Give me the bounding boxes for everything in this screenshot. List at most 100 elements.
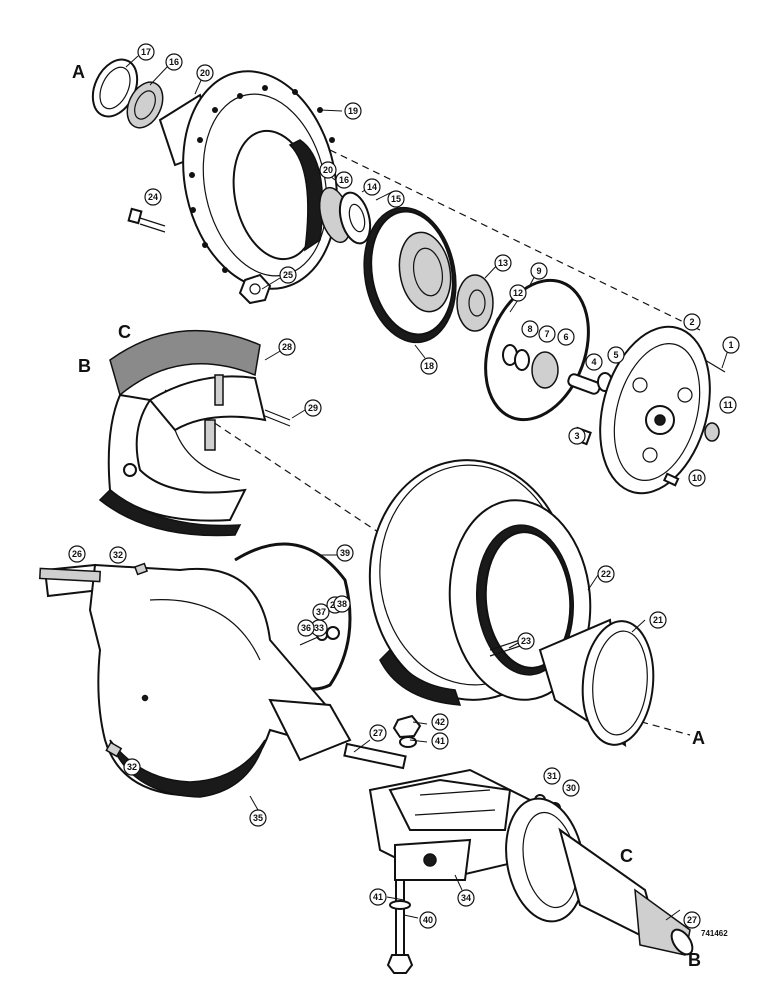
washer-41-bottom	[389, 900, 411, 910]
callout-labels: 1234567891011121314151616171819202021222…	[68, 43, 740, 929]
o-ring-9	[484, 278, 590, 422]
callout-c6: 6	[557, 328, 575, 346]
callout-number: 19	[348, 106, 358, 116]
callout-c2: 2	[683, 313, 701, 331]
callout-number: 27	[687, 915, 697, 925]
callout-c12: 12	[509, 284, 527, 302]
callout-circle	[279, 266, 297, 284]
callout-circle	[562, 779, 580, 797]
callout-c1: 1	[722, 336, 740, 354]
callout-number: 27	[373, 728, 383, 738]
callout-number: 32	[113, 550, 123, 560]
callout-circle	[538, 325, 556, 343]
callout-number: 3	[574, 431, 579, 441]
callout-c16a: 16	[165, 53, 183, 71]
letter-b-bottom: B	[688, 950, 701, 970]
callout-c13: 13	[494, 254, 512, 272]
match-letters: A C B A C B	[72, 62, 705, 970]
callout-number: 5	[613, 350, 618, 360]
callout-number: 41	[373, 892, 383, 902]
callout-number: 41	[435, 736, 445, 746]
callout-number: 16	[339, 175, 349, 185]
callout-c32b: 32	[123, 758, 141, 776]
callout-number: 4	[591, 357, 596, 367]
callout-circle	[369, 888, 387, 906]
stud-bolt-24	[127, 207, 166, 233]
callout-c7: 7	[538, 325, 556, 343]
callout-circle	[319, 161, 337, 179]
callout-circle	[517, 632, 535, 650]
callout-circle	[683, 911, 701, 929]
callout-number: 17	[141, 47, 151, 57]
callout-c27a: 27	[369, 724, 387, 742]
callout-number: 12	[513, 288, 523, 298]
axle-housing-35	[43, 563, 352, 798]
callout-number: 38	[337, 599, 347, 609]
callout-circle	[719, 396, 737, 414]
callout-circle	[109, 546, 127, 564]
wheel-hub-19	[158, 70, 343, 290]
callout-c9: 9	[530, 262, 548, 280]
bearing-cone-16	[126, 81, 164, 129]
callout-circle	[165, 53, 183, 71]
callout-circle	[304, 399, 322, 417]
nut-42	[392, 714, 422, 739]
callout-circle	[688, 469, 706, 487]
letter-c-bottom: C	[620, 846, 633, 866]
callout-circle	[249, 809, 267, 827]
callout-number: 10	[692, 473, 702, 483]
callout-c24: 24	[144, 188, 162, 206]
callout-circle	[333, 595, 351, 613]
callout-circle	[123, 758, 141, 776]
support-bracket-34	[368, 768, 532, 882]
callout-c41a: 41	[431, 732, 449, 750]
callout-number: 40	[423, 915, 433, 925]
callout-number: 15	[391, 194, 401, 204]
letter-a-top: A	[72, 62, 85, 82]
callout-circle	[420, 357, 438, 375]
callout-c22: 22	[597, 565, 615, 583]
callout-c20b: 20	[319, 161, 337, 179]
callout-c5: 5	[607, 346, 625, 364]
callout-circle	[494, 254, 512, 272]
callout-circle	[419, 911, 437, 929]
callout-number: 22	[601, 569, 611, 579]
callout-circle	[431, 713, 449, 731]
callout-c17: 17	[137, 43, 155, 61]
callout-circle	[144, 188, 162, 206]
callout-c41b: 41	[369, 888, 387, 906]
callout-number: 39	[340, 548, 350, 558]
callout-number: 25	[283, 270, 293, 280]
callout-circle	[431, 732, 449, 750]
callout-c27c: 27	[683, 911, 701, 929]
callout-circle	[457, 889, 475, 907]
callout-c26: 26	[68, 545, 86, 563]
callout-c36: 36	[297, 619, 315, 637]
callout-c8: 8	[521, 320, 539, 338]
callout-circle	[344, 102, 362, 120]
bolt-40	[386, 879, 414, 974]
planet-gear-23	[456, 274, 494, 332]
callout-number: 26	[72, 549, 82, 559]
callout-c28: 28	[278, 338, 296, 356]
callout-circle	[597, 565, 615, 583]
callout-number: 1	[728, 340, 733, 350]
callout-circle	[312, 603, 330, 621]
callout-number: 7	[544, 329, 549, 339]
callout-c40: 40	[419, 911, 437, 929]
wheel-spindle	[505, 797, 694, 956]
needle-bearing-set	[502, 344, 559, 389]
lock-nut-14	[338, 191, 372, 245]
callout-circle	[336, 544, 354, 562]
callout-c34: 34	[457, 889, 475, 907]
callout-circle	[335, 171, 353, 189]
ring-gear-18	[363, 206, 457, 344]
callout-c38: 38	[333, 595, 351, 613]
axle-shaft-26	[38, 567, 102, 583]
washer-41-top	[399, 736, 417, 748]
callout-number: 37	[316, 607, 326, 617]
callout-number: 16	[169, 57, 179, 67]
callout-number: 6	[563, 332, 568, 342]
callout-circle	[649, 611, 667, 629]
